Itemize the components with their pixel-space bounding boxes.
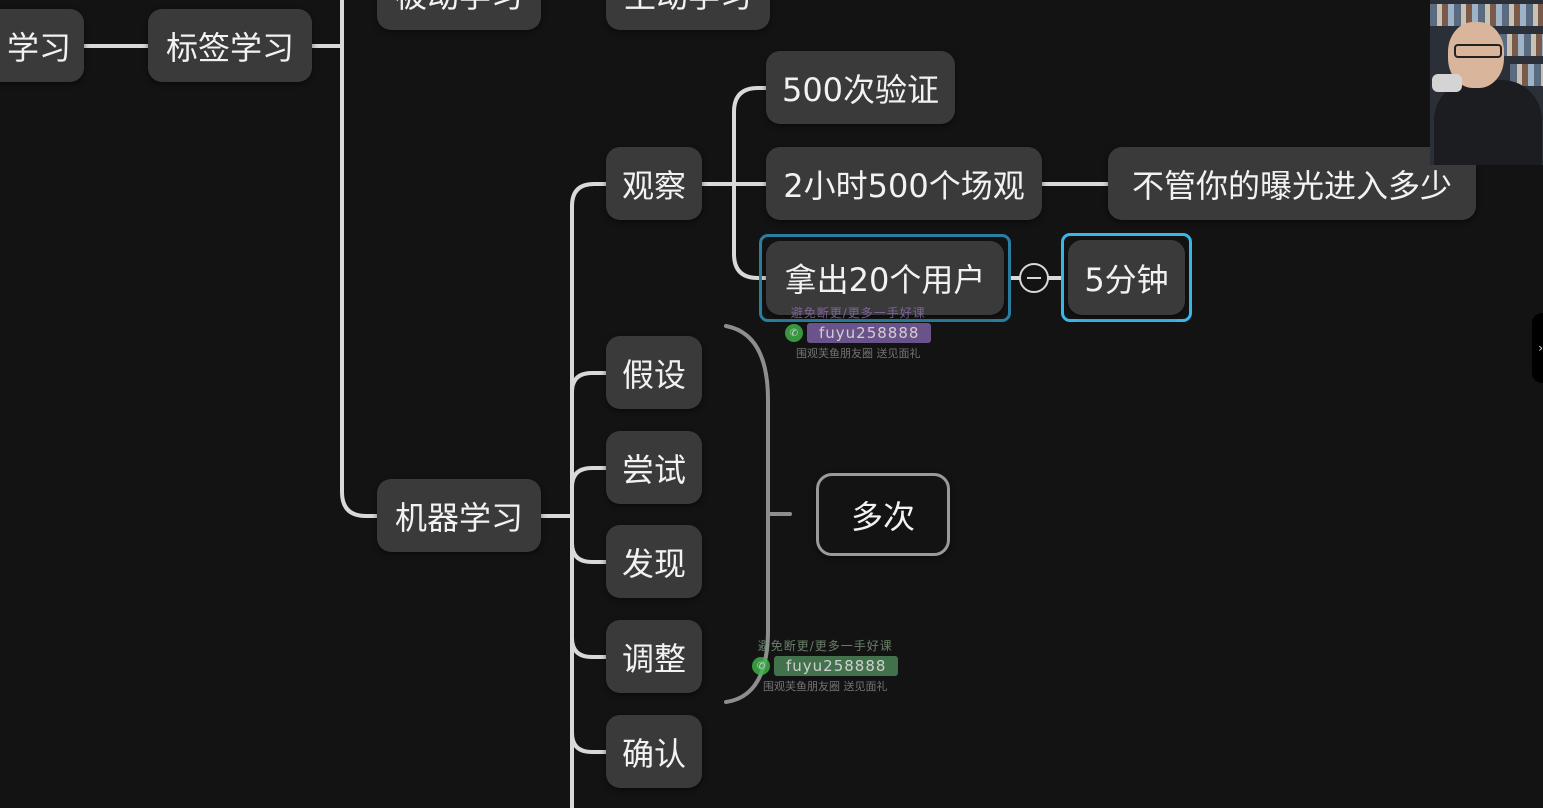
- node-nachu-label: 拿出20个用户: [784, 261, 986, 299]
- node-jiqi-label: 机器学习: [394, 498, 523, 537]
- node-queren[interactable]: 确认: [606, 715, 702, 788]
- node-changshi[interactable]: 尝试: [606, 431, 702, 504]
- node-duoci-label: 多次: [850, 497, 915, 536]
- node-biaoqian[interactable]: 标签学习: [148, 9, 312, 82]
- node-faxian[interactable]: 发现: [606, 525, 702, 598]
- node-jiqi[interactable]: 机器学习: [377, 479, 541, 552]
- node-yanzheng[interactable]: 500次验证: [766, 51, 955, 124]
- node-changshi-label: 尝试: [621, 450, 686, 489]
- node-jiashe[interactable]: 假设: [606, 336, 702, 409]
- node-nachu-selection: [759, 234, 1011, 322]
- watermark-upper-top: 避免断更/更多一手好课: [790, 306, 926, 320]
- node-beidong-label: 被动学习: [395, 0, 523, 17]
- watermark-lower-row: ✆ fuyu258888: [752, 656, 899, 676]
- node-changguan[interactable]: 2小时500个场观: [766, 147, 1042, 220]
- watermark-upper-id: fuyu258888: [807, 323, 932, 343]
- watermark-upper-bottom: 围观芙鱼朋友圈 送见面礼: [795, 347, 921, 360]
- node-buguan-label: 不管你的曝光进入多少: [1131, 166, 1452, 205]
- webcam-overlay: [1430, 0, 1543, 165]
- link-tiaozheng: [570, 636, 608, 659]
- node-duoci[interactable]: 多次: [816, 473, 950, 556]
- node-xuexi-partial[interactable]: 学习: [0, 9, 84, 82]
- link-nachu: [732, 252, 768, 280]
- bookshelf: [1510, 64, 1543, 86]
- node-yanzheng-label: 500次验证: [781, 70, 940, 109]
- node-zhudong[interactable]: 主动学习: [606, 0, 770, 30]
- link-queren: [570, 731, 608, 754]
- chevron-right-icon: ›: [1538, 341, 1543, 355]
- group-vertical: [732, 86, 768, 256]
- bookshelf: [1430, 4, 1543, 26]
- presenter-body: [1434, 80, 1542, 165]
- node-wufenzhong[interactable]: 5分钟: [1068, 240, 1185, 315]
- node-buguan[interactable]: 不管你的曝光进入多少: [1108, 147, 1476, 220]
- watermark-upper: 避免断更/更多一手好课 ✆ fuyu258888 围观芙鱼朋友圈 送见面礼: [785, 304, 932, 361]
- node-wufenzhong-label: 5分钟: [1084, 260, 1169, 299]
- node-biaoqian-label: 标签学习: [165, 28, 294, 67]
- microphone-icon: [1432, 74, 1462, 92]
- node-guancha-label: 观察: [621, 166, 686, 205]
- node-beidong[interactable]: 被动学习: [377, 0, 541, 30]
- link-changshi: [570, 466, 608, 489]
- watermark-lower: 避免断更/更多一手好课 ✆ fuyu258888 围观芙鱼朋友圈 送见面礼: [752, 637, 899, 694]
- node-queren-label: 确认: [621, 734, 686, 773]
- trunk-vertical: [340, 0, 380, 518]
- glasses-icon: [1454, 44, 1502, 58]
- bookshelf: [1500, 34, 1543, 56]
- node-tiaozheng[interactable]: 调整: [606, 620, 702, 693]
- watermark-lower-top: 避免断更/更多一手好课: [757, 639, 893, 653]
- watermark-upper-row: ✆ fuyu258888: [785, 323, 932, 343]
- node-jiashe-label: 假设: [621, 355, 686, 394]
- link-faxian: [570, 541, 608, 564]
- branch-vertical: [570, 182, 608, 808]
- node-faxian-label: 发现: [621, 544, 686, 583]
- node-tiaozheng-label: 调整: [621, 639, 686, 678]
- wechat-icon: ✆: [785, 324, 803, 342]
- node-zhudong-label: 主动学习: [624, 0, 752, 17]
- side-panel-toggle[interactable]: ›: [1532, 313, 1543, 383]
- node-changguan-label: 2小时500个场观: [783, 166, 1025, 205]
- node-nachu[interactable]: 拿出20个用户: [766, 241, 1004, 315]
- watermark-lower-bottom: 围观芙鱼朋友圈 送见面礼: [762, 680, 888, 693]
- node-guancha[interactable]: 观察: [606, 147, 702, 220]
- link-jiashe: [570, 371, 608, 394]
- node-wufenzhong-selection: [1061, 233, 1192, 322]
- collapse-toggle-icon[interactable]: [1019, 263, 1049, 293]
- watermark-lower-id: fuyu258888: [774, 656, 899, 676]
- node-xuexi-partial-label: 学习: [6, 28, 71, 67]
- wechat-icon: ✆: [752, 657, 770, 675]
